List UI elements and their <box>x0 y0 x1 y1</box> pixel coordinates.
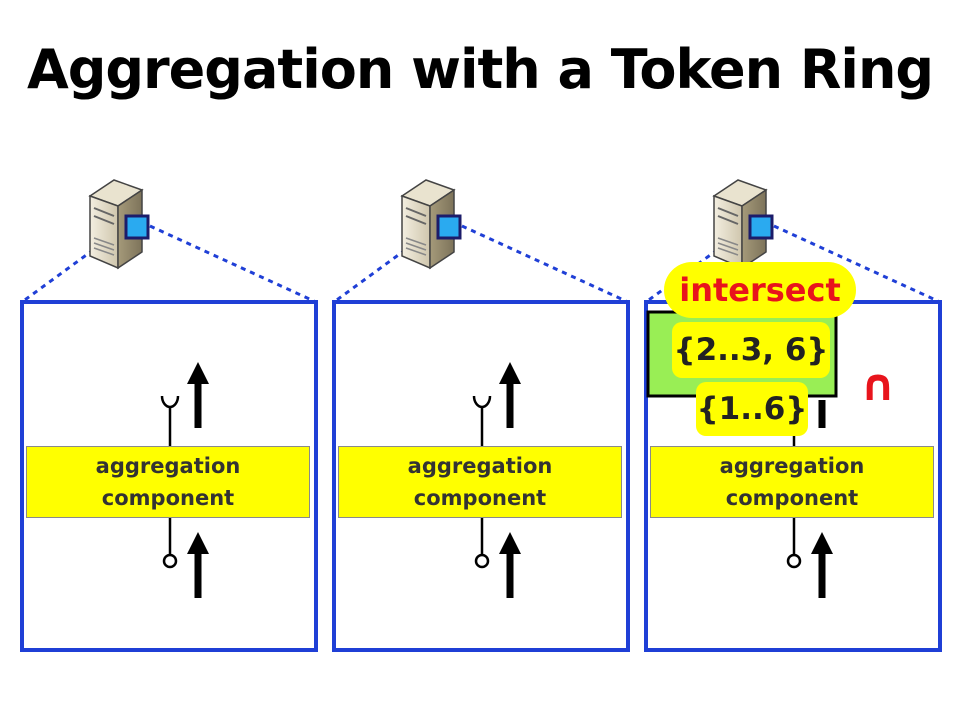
dashed-link <box>461 224 629 304</box>
node-1 <box>20 178 318 652</box>
node-frame <box>332 300 630 652</box>
output-socket-icon <box>160 395 180 409</box>
input-plug-icon <box>162 553 178 569</box>
intersect-symbol-icon: ∩ <box>860 360 896 411</box>
aggregation-component-3: aggregation component <box>650 446 934 518</box>
component-label-line1: aggregation <box>407 454 553 478</box>
node-2 <box>332 178 630 652</box>
component-label-line2: component <box>725 486 859 510</box>
component-label-line1: aggregation <box>719 454 865 478</box>
server-icon <box>88 178 150 270</box>
aggregation-component-1: aggregation component <box>26 446 310 518</box>
component-label-line2: component <box>413 486 547 510</box>
node-frame <box>20 300 318 652</box>
server-icon <box>400 178 462 270</box>
output-socket-icon <box>472 395 492 409</box>
intersect-operation-label: intersect <box>664 262 856 318</box>
aggregation-component-2: aggregation component <box>338 446 622 518</box>
component-label-line2: component <box>101 486 235 510</box>
slide-title: Aggregation with a Token Ring <box>26 38 934 101</box>
set-b-label: {1..6} <box>696 382 808 436</box>
dashed-link <box>149 224 317 304</box>
component-label-line1: aggregation <box>95 454 241 478</box>
dashed-link <box>773 224 941 304</box>
input-plug-icon <box>474 553 490 569</box>
input-plug-icon <box>786 553 802 569</box>
server-icon <box>712 178 774 270</box>
set-a-label: {2..3, 6} <box>672 322 830 378</box>
